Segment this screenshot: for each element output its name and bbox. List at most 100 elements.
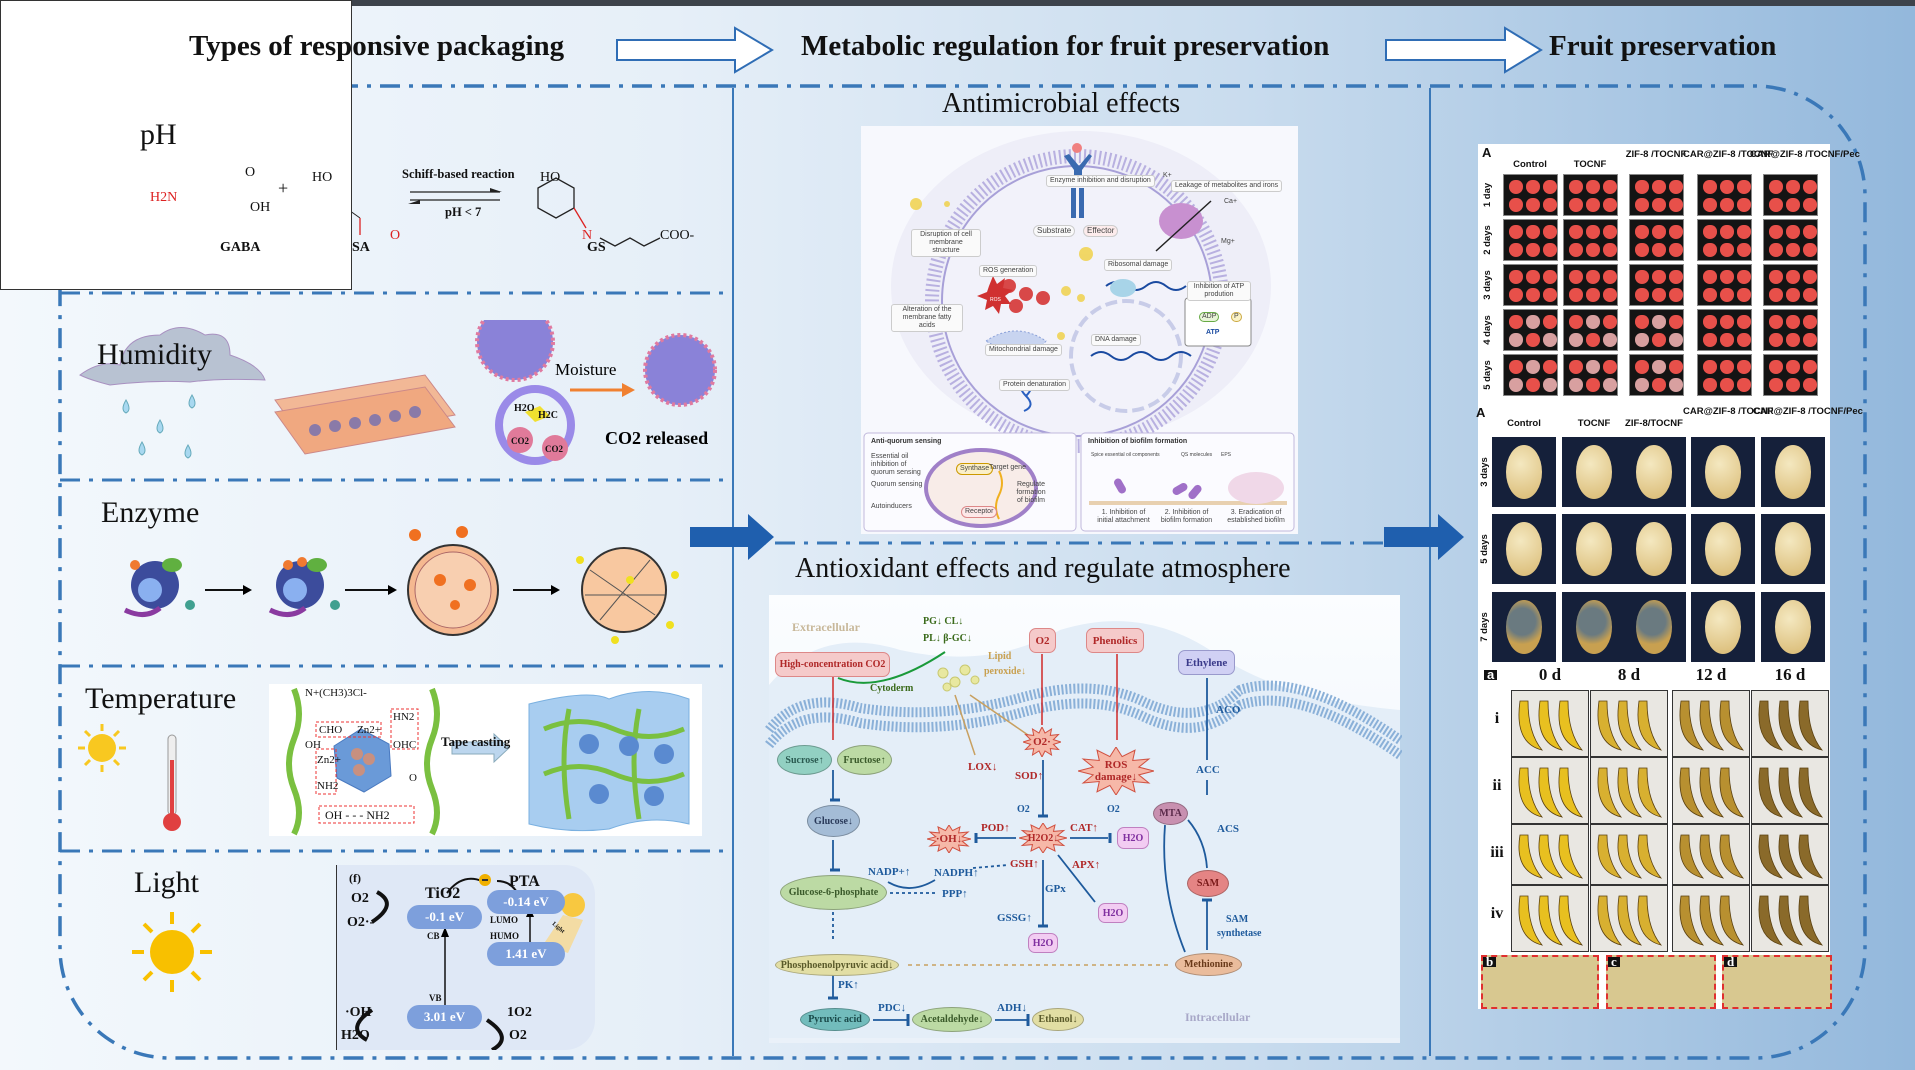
label-leakage: Leakage of metabolites and irons xyxy=(1171,180,1283,192)
strawberry-icon xyxy=(1720,243,1734,257)
strawberry-icon xyxy=(1786,315,1800,329)
lumo-energy-level: -0.14 eV xyxy=(487,890,565,914)
pg-cl-label: PG↓ CL↓ xyxy=(923,616,964,627)
strawberry-icon xyxy=(1669,243,1683,257)
starburst-shape xyxy=(1023,727,1061,757)
strawberry-row-label: 1 day xyxy=(1482,182,1493,208)
plus-sign: + xyxy=(278,178,289,198)
quorum-item-essential-oil: Essential oil inhibition of quorum sensi… xyxy=(871,453,921,476)
strawberry-photo xyxy=(1629,219,1684,261)
strawberry-icon xyxy=(1720,225,1734,239)
mango-icon xyxy=(1705,522,1741,576)
strawberry-icon xyxy=(1652,198,1666,212)
strawberry-photo xyxy=(1697,174,1752,216)
banana-row-label: i xyxy=(1494,710,1500,727)
banana-grid xyxy=(0,0,352,290)
banana-photo xyxy=(1511,690,1589,757)
adh-label: ADH↓ xyxy=(997,1002,1027,1014)
strawberry-photo xyxy=(1503,219,1558,261)
strawberry-icon xyxy=(1586,243,1600,257)
antimicrobial-diagram: Enzyme inhibition and disruption Leakage… xyxy=(861,126,1298,534)
quorum-title: Anti-quorum sensing xyxy=(871,438,942,445)
sa-label: SA xyxy=(352,240,370,255)
starburst-shape xyxy=(1019,823,1067,853)
node-sam: SAM xyxy=(1187,870,1229,897)
banana-inset-label: d xyxy=(1724,955,1738,968)
strawberry-icon xyxy=(1737,288,1751,302)
starburst-shape xyxy=(1078,747,1154,795)
banana-photo xyxy=(1672,757,1750,824)
banana-photo xyxy=(1751,885,1829,952)
mango-photo xyxy=(1492,592,1556,662)
node-h2o-1: H2O xyxy=(1117,827,1149,849)
node-fructose: Fructose↑ xyxy=(837,745,892,775)
strawberry-icon xyxy=(1786,288,1800,302)
strawberry-photo xyxy=(1503,264,1558,306)
strawberry-icon xyxy=(1652,270,1666,284)
strawberry-icon xyxy=(1769,288,1783,302)
strawberry-photo xyxy=(1629,174,1684,216)
gs-label: GS xyxy=(587,240,606,255)
superoxide-label: O2·- xyxy=(347,915,375,930)
capsule-icon-intact xyxy=(407,526,499,636)
strawberry-icon xyxy=(1669,333,1683,347)
node-h2o2: H2O2↓ xyxy=(1019,823,1067,853)
o-label: O xyxy=(409,772,417,784)
strawberry-icon xyxy=(1737,270,1751,284)
label-dna-damage: DNA damage xyxy=(1091,334,1141,346)
mango-photo xyxy=(1622,437,1686,507)
strawberry-icon xyxy=(1720,198,1734,212)
strawberry-photo xyxy=(1563,264,1618,306)
strawberry-icon xyxy=(1720,288,1734,302)
strawberry-icon xyxy=(1635,270,1649,284)
strawberry-photo xyxy=(1697,264,1752,306)
gs-ho: HO xyxy=(540,170,561,185)
label-atp-inhibition: Inhibition of ATP prodution xyxy=(1187,281,1251,301)
intracellular-label: Intracellular xyxy=(1185,1010,1251,1024)
pod-label: POD↑ xyxy=(981,822,1010,834)
strawberry-icon xyxy=(1803,315,1817,329)
strawberry-icon xyxy=(1703,180,1717,194)
mango-icon xyxy=(1636,600,1672,654)
strawberry-icon xyxy=(1803,180,1817,194)
strawberry-icon xyxy=(1703,243,1717,257)
co2-label-2: CO2 xyxy=(545,444,563,454)
oh-nh2-bond-label: OH - - - NH2 xyxy=(325,808,390,822)
banana-icon xyxy=(1758,895,1824,946)
strawberry-icon xyxy=(1526,225,1540,239)
banana-photo xyxy=(1590,690,1668,757)
biofilm-step-3: 3. Eradication of established biofilm xyxy=(1227,509,1285,524)
strawberry-icon xyxy=(1635,198,1649,212)
mango-icon xyxy=(1576,522,1612,576)
strawberry-icon xyxy=(1786,360,1800,374)
water-label: H2O xyxy=(341,1028,370,1043)
gaba-label: GABA xyxy=(220,240,261,255)
co2-label-1: CO2 xyxy=(511,436,529,446)
strawberry-icon xyxy=(1509,198,1523,212)
node-mta: MTA xyxy=(1153,802,1188,825)
strawberry-icon xyxy=(1803,243,1817,257)
strawberry-icon xyxy=(1635,315,1649,329)
biofilm-title: Inhibition of biofilm formation xyxy=(1088,438,1188,445)
strawberry-photo xyxy=(1763,309,1818,351)
label-atp: ATP xyxy=(1206,329,1220,336)
zn-label-2: Zn2+ xyxy=(317,754,341,766)
ph-label: pH xyxy=(140,118,177,151)
strawberry-icon xyxy=(1803,333,1817,347)
banana-column-header: 8 d xyxy=(1617,665,1641,684)
thermometer-icon xyxy=(163,734,181,831)
strawberry-icon xyxy=(1652,225,1666,239)
label-fatty-acids: Alteration of the membrane fatty acids xyxy=(891,304,963,332)
temperature-label: Temperature xyxy=(85,682,237,715)
strawberry-icon xyxy=(1803,225,1817,239)
banana-icon xyxy=(1518,700,1584,751)
strawberry-icon xyxy=(1703,378,1717,392)
enzyme-scheme xyxy=(123,526,679,644)
strawberry-icon xyxy=(1509,225,1523,239)
strawberry-icon xyxy=(1737,378,1751,392)
banana-icon xyxy=(1518,767,1584,818)
strawberry-icon xyxy=(1586,225,1600,239)
quaternary-ammonium-label: N+(CH3)3Cl- xyxy=(305,687,367,699)
banana-icon xyxy=(1679,834,1745,879)
